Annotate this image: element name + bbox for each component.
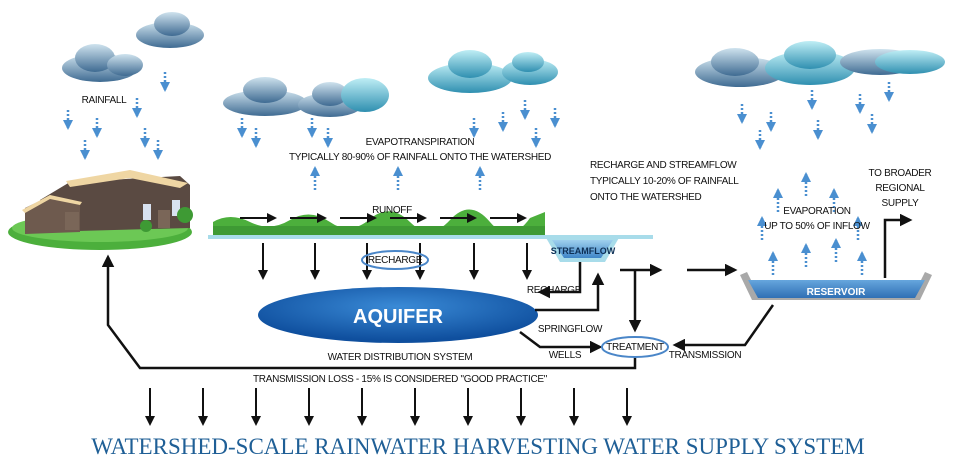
runoff-label: RUNOFF [372,205,412,216]
watershed-ground [208,209,653,239]
streamflow-label: STREAMFLOW [551,246,616,256]
recharge-streamflow-line-2: TYPICALLY 10-20% OF RAINFALL [590,176,739,187]
house-icon [8,170,193,250]
evaporation-label: EVAPORATION [783,206,851,217]
treatment-oval [601,336,669,358]
treatment-label: TREATMENT [606,342,664,353]
aquifer-shape [258,287,538,343]
rainfall-arrows [63,72,894,160]
reservoir-shape: RESERVOIR [740,272,932,300]
cloud-icon [136,12,204,48]
recharge-oval [361,250,429,270]
recharge-label: RECHARGE [368,255,423,266]
reservoir-label: RESERVOIR [807,287,866,298]
springflow-label: SPRINGFLOW [538,324,603,335]
transmission-loss-label: TRANSMISSION LOSS - 15% IS CONSIDERED "G… [253,374,548,385]
recharge-streamflow-line-3: ONTO THE WATERSHED [590,192,702,203]
transmission-loss-arrows [145,388,632,426]
evapotranspiration-note: TYPICALLY 80-90% OF RAINFALL ONTO THE WA… [289,152,551,163]
streamflow-channel: STREAMFLOW [545,236,620,262]
transmission-label: TRANSMISSION [669,350,742,361]
recharge-streamflow-line-1: RECHARGE AND STREAMFLOW [590,160,737,171]
cloud-icon [62,44,143,82]
cloud-icon [428,50,558,93]
recharge-side-label: RECHARGE [527,285,582,296]
flow-lines [101,213,913,370]
broader-supply-line-1: TO BROADER [869,168,932,179]
rainfall-label: RAINFALL [82,95,128,106]
cloud-icon [223,77,389,117]
aquifer-label: AQUIFER [353,306,444,328]
recharge-arrows [258,243,532,280]
cloud-icon [695,41,945,87]
broader-supply-line-3: SUPPLY [882,198,920,209]
evapotranspiration-label: EVAPOTRANSPIRATION [366,137,475,148]
broader-supply-line-2: REGIONAL [875,183,925,194]
diagram-title: WATERSHED-SCALE RAINWATER HARVESTING WAT… [91,434,864,459]
wells-label: WELLS [549,350,582,361]
evaporation-note: UP TO 50% OF INFLOW [764,221,870,232]
distribution-label: WATER DISTRIBUTION SYSTEM [328,352,473,363]
